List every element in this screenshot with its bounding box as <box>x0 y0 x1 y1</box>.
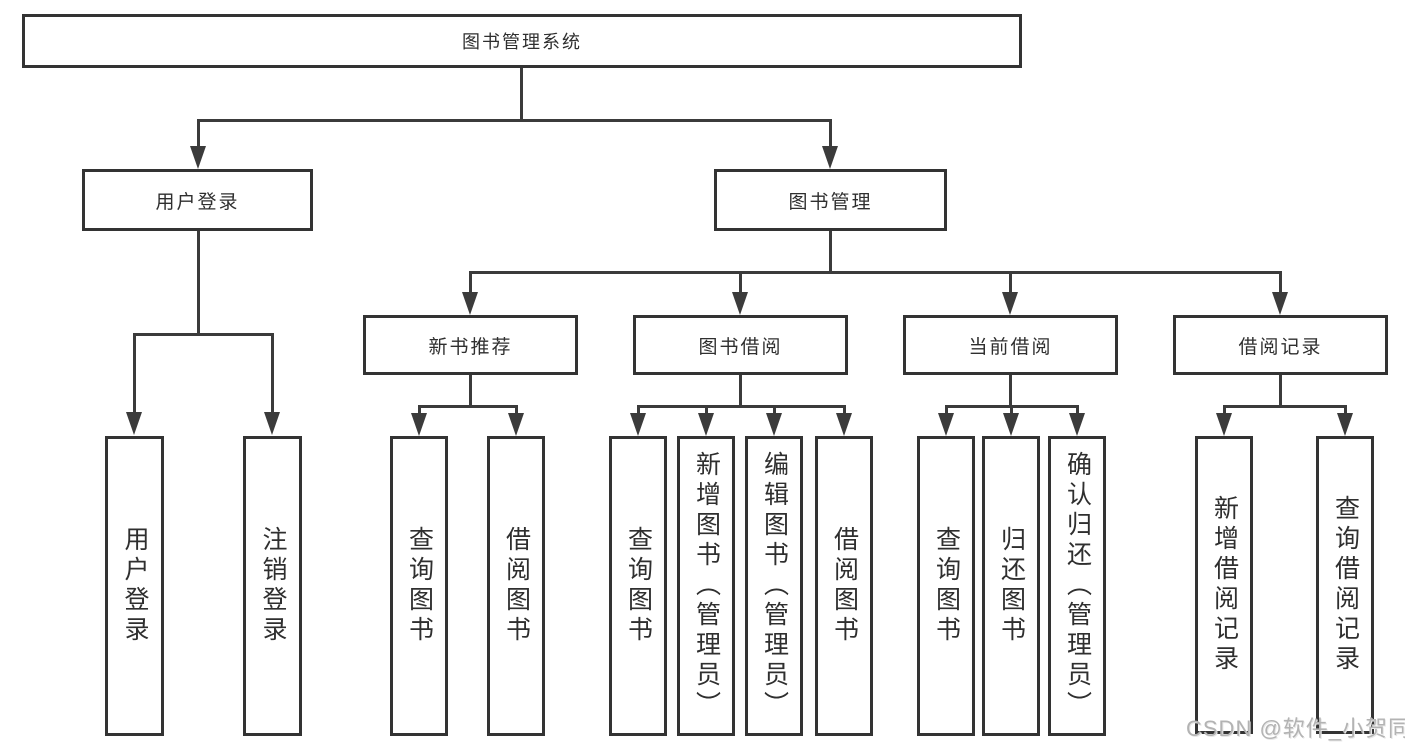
leaf-cb-query-books: 查询图书 <box>917 436 975 736</box>
node-user-login-label: 用户登录 <box>155 191 240 213</box>
leaf-nb-borrow-books-label: 借阅图书 <box>502 526 531 646</box>
leaf-br-query-record: 查询借阅记录 <box>1316 436 1374 734</box>
arrowhead-new-book <box>462 292 478 315</box>
node-root-label: 图书管理系统 <box>462 32 582 52</box>
leaf-user-login: 用户登录 <box>105 436 164 736</box>
node-root-system: 图书管理系统 <box>22 14 1022 68</box>
arrowhead-book-borrow <box>732 292 748 315</box>
leaf-br-add-record-label: 新增借阅记录 <box>1210 495 1239 675</box>
connector-book-management-stem <box>829 231 832 273</box>
connector-book-borrow-hbar <box>637 405 845 408</box>
connector-drop-logout-leaf <box>271 333 274 413</box>
connector-drop-cb-confirm <box>1076 405 1079 414</box>
node-borrow-records: 借阅记录 <box>1173 315 1388 375</box>
leaf-bb-add-books-admin: 新增图书（管理员） <box>677 436 735 736</box>
leaf-cb-return-books: 归还图书 <box>982 436 1040 736</box>
connector-drop-login-leaf <box>133 333 136 413</box>
connector-drop-new-book <box>469 271 472 293</box>
node-user-login: 用户登录 <box>82 169 313 231</box>
connector-user-login-stem <box>197 231 200 335</box>
arrowhead-br-query <box>1337 413 1353 436</box>
arrowhead-logout-leaf <box>264 412 280 435</box>
connector-drop-user-login <box>197 119 200 147</box>
connector-drop-book-borrow <box>739 271 742 293</box>
connector-current-borrow-stem <box>1009 375 1012 407</box>
leaf-nb-borrow-books: 借阅图书 <box>487 436 545 736</box>
node-new-book-recommend-label: 新书推荐 <box>428 336 513 358</box>
connector-root-hbar <box>197 119 832 122</box>
node-current-borrow-label: 当前借阅 <box>968 336 1053 358</box>
arrowhead-current-borrow <box>1002 292 1018 315</box>
arrowhead-cb-query <box>938 413 954 436</box>
connector-new-book-stem <box>469 375 472 407</box>
arrowhead-borrow-records <box>1272 292 1288 315</box>
leaf-bb-edit-books-admin-label: 编辑图书（管理员） <box>760 451 789 721</box>
connector-drop-current-borrow <box>1009 271 1012 293</box>
connector-drop-cb-query <box>945 405 948 414</box>
csdn-watermark: CSDN @软件_小贺同学 <box>1186 716 1405 741</box>
arrowhead-login-leaf <box>126 412 142 435</box>
arrowhead-book-management <box>822 146 838 169</box>
node-current-borrow: 当前借阅 <box>903 315 1118 375</box>
node-new-book-recommend: 新书推荐 <box>363 315 578 375</box>
arrowhead-br-add <box>1216 413 1232 436</box>
leaf-bb-query-books: 查询图书 <box>609 436 667 736</box>
connector-drop-bb-borrow <box>843 405 846 414</box>
arrowhead-user-login <box>190 146 206 169</box>
connector-new-book-hbar <box>418 405 518 408</box>
connector-borrow-records-hbar <box>1223 405 1346 408</box>
leaf-cb-return-books-label: 归还图书 <box>997 526 1026 646</box>
connector-drop-br-query <box>1344 405 1347 414</box>
connector-drop-bb-query <box>637 405 640 414</box>
leaf-logout: 注销登录 <box>243 436 302 736</box>
leaf-br-query-record-label: 查询借阅记录 <box>1331 495 1360 675</box>
arrowhead-nb-borrow <box>508 413 524 436</box>
node-borrow-records-label: 借阅记录 <box>1238 336 1323 358</box>
leaf-cb-confirm-return-admin-label: 确认归还（管理员） <box>1063 451 1092 721</box>
connector-drop-cb-return <box>1010 405 1013 414</box>
arrowhead-bb-add <box>698 413 714 436</box>
arrowhead-nb-query <box>411 413 427 436</box>
connector-borrow-records-stem <box>1279 375 1282 407</box>
arrowhead-cb-confirm <box>1069 413 1085 436</box>
connector-drop-bb-edit <box>773 405 776 414</box>
node-book-borrow: 图书借阅 <box>633 315 848 375</box>
arrowhead-bb-borrow <box>836 413 852 436</box>
connector-drop-nb-query <box>418 405 421 414</box>
connector-drop-book-management <box>829 119 832 147</box>
connector-book-management-hbar <box>469 271 1282 274</box>
leaf-logout-label: 注销登录 <box>259 526 287 646</box>
connector-drop-br-add <box>1223 405 1226 414</box>
leaf-bb-edit-books-admin: 编辑图书（管理员） <box>745 436 803 736</box>
arrowhead-bb-edit <box>766 413 782 436</box>
arrowhead-cb-return <box>1003 413 1019 436</box>
node-book-management-label: 图书管理 <box>788 191 873 213</box>
leaf-nb-query-books: 查询图书 <box>390 436 448 736</box>
node-book-borrow-label: 图书借阅 <box>698 336 783 358</box>
leaf-bb-borrow-books-label: 借阅图书 <box>830 526 859 646</box>
connector-drop-borrow-records <box>1279 271 1282 293</box>
leaf-cb-confirm-return-admin: 确认归还（管理员） <box>1048 436 1106 736</box>
connector-book-borrow-stem <box>739 375 742 407</box>
arrowhead-bb-query <box>630 413 646 436</box>
connector-root-stem <box>520 68 523 120</box>
connector-drop-nb-borrow <box>515 405 518 414</box>
leaf-nb-query-books-label: 查询图书 <box>405 526 434 646</box>
leaf-user-login-label: 用户登录 <box>121 526 149 646</box>
leaf-br-add-record: 新增借阅记录 <box>1195 436 1253 734</box>
leaf-bb-add-books-admin-label: 新增图书（管理员） <box>692 451 721 721</box>
leaf-bb-borrow-books: 借阅图书 <box>815 436 873 736</box>
connector-user-login-hbar <box>133 333 274 336</box>
leaf-bb-query-books-label: 查询图书 <box>624 526 653 646</box>
leaf-cb-query-books-label: 查询图书 <box>932 526 961 646</box>
node-book-management: 图书管理 <box>714 169 947 231</box>
connector-drop-bb-add <box>705 405 708 414</box>
